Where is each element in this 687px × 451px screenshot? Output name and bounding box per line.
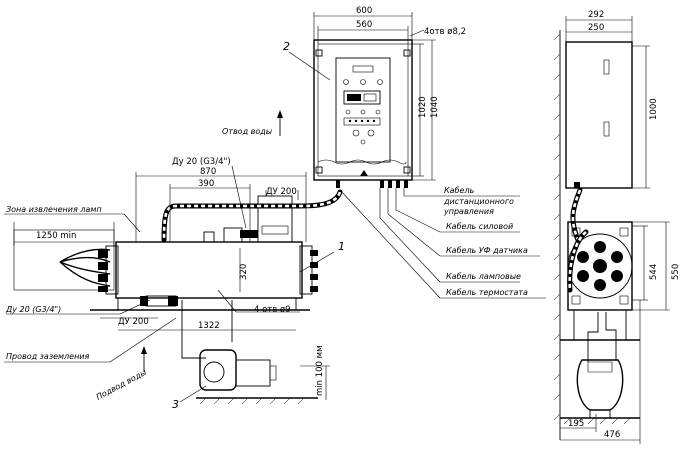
dim-mount-holes: 4отв ø8,2 — [424, 27, 466, 37]
dim-pipe-top: 870 — [200, 167, 216, 177]
callout-2: 2 — [283, 40, 331, 81]
dim-pipe-spacing: 390 — [198, 179, 214, 189]
cabinet-dimensions: 600 560 4отв ø8,2 1020 1040 — [313, 6, 466, 181]
cable-thermo-label: Кабель термостата — [446, 288, 528, 297]
dim-end-width: 476 — [604, 430, 620, 440]
dim-end-height-a: 544 — [649, 264, 659, 280]
dim-side-height: 1000 — [649, 98, 659, 120]
dim-dn-top: ДУ 200 — [266, 187, 297, 197]
side-view: 292 250 1000 — [553, 10, 681, 444]
dim-side-depth: 292 — [588, 10, 604, 20]
dim-end-height-b: 550 — [671, 264, 681, 280]
cable-lamp-label: Кабель ламповые — [446, 272, 521, 281]
dim-base-length: 1322 — [198, 321, 220, 331]
dim-dn-bottom: ДУ 200 — [118, 317, 149, 327]
cable-remote-label-2: дистанционного — [443, 197, 514, 206]
cable-remote-label-3: управления — [443, 207, 494, 216]
dim-cabinet-height-inner: 1020 — [418, 96, 428, 118]
lamp-zone-label: Зона извлечения ламп — [6, 205, 102, 214]
callout-3-label: 3 — [172, 398, 179, 411]
callout-1-label: 1 — [338, 240, 345, 253]
callout-2-label: 2 — [283, 40, 290, 53]
control-cabinet — [313, 39, 413, 188]
nozzle-left-label: Ду 20 (G3/4") — [5, 305, 61, 314]
cable-leaders: Кабель дистанционного управления Кабель … — [339, 186, 546, 299]
uv-reactor: 1250 min Зона извлечения ламп 320 ДУ 200 — [4, 110, 345, 331]
dim-cabinet-height: 1040 — [430, 96, 440, 118]
water-out-label: Отвод воды — [222, 127, 272, 136]
dim-body-height: 320 — [239, 264, 249, 280]
pump-assembly: min 100 мм Подвод воды Провод заземления… — [4, 300, 330, 411]
cable-power-label: Кабель силовой — [446, 222, 513, 231]
ground-wire-label: Провод заземления — [6, 352, 90, 361]
dim-cabinet-inner-width: 560 — [356, 20, 372, 30]
water-in-label: Подвод воды — [95, 368, 148, 402]
cable-uv-label: Кабель УФ датчика — [446, 246, 528, 255]
dim-nozzle-top: Ду 20 (G3/4") — [172, 157, 231, 167]
dim-end-offset: 195 — [568, 419, 584, 429]
dim-cabinet-width: 600 — [356, 6, 372, 16]
dim-side-inner-depth: 250 — [588, 23, 604, 33]
cable-remote-label-1: Кабель — [444, 186, 475, 195]
dim-min-gap: min 100 мм — [315, 346, 325, 396]
dim-base-holes: 4 отв ø9 — [254, 305, 291, 315]
dim-removal-length: 1250 min — [36, 231, 76, 241]
